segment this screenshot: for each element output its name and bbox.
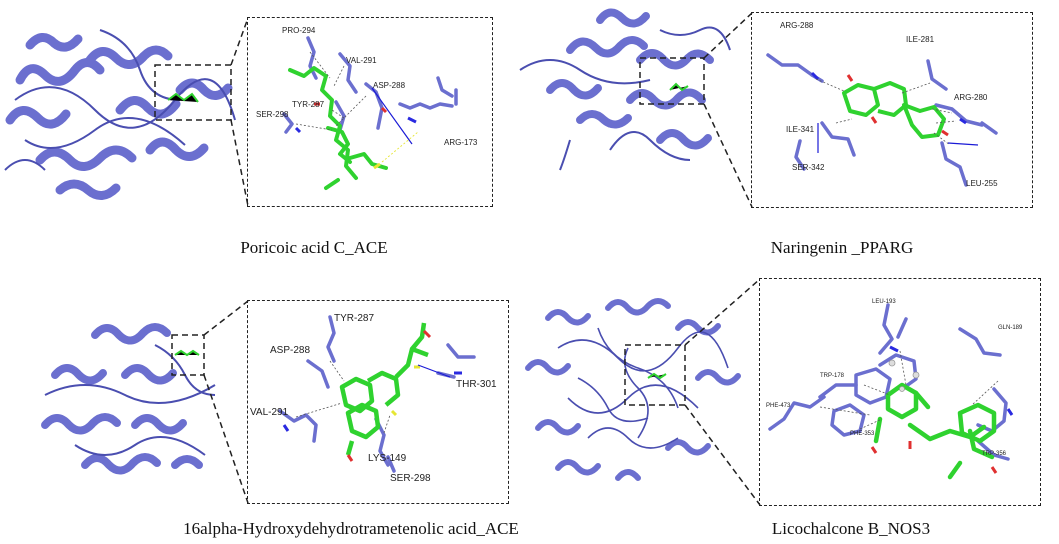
residue-label: SER-342	[792, 163, 825, 172]
residue-label: LEU-255	[966, 179, 998, 188]
residue-label: VAL-291	[346, 56, 377, 65]
residue-label: ILE-341	[786, 125, 815, 134]
residue-label: PHE-473	[766, 403, 791, 409]
panel-caption: Naringenin _PPARG	[770, 238, 914, 257]
interaction-diagram	[768, 303, 1014, 480]
residue-label: ILE-281	[906, 35, 935, 44]
protein-structure-nos3	[525, 298, 741, 481]
zoom-box-binding-site: PRO-294 VAL-291 ASP-288 TYR-287 SER-298 …	[247, 17, 493, 207]
residue-label: ASP-288	[270, 345, 311, 356]
residue-label: LEU-193	[872, 299, 896, 305]
interaction-diagram	[766, 53, 998, 187]
panel-caption: 16alpha-Hydroxydehydrotrametenolic acid_…	[183, 519, 519, 538]
panel-caption: Poricoic acid C_ACE	[240, 238, 388, 257]
protein-structure-ace-2	[41, 323, 216, 475]
residue-label: ARG-173	[444, 138, 478, 147]
residue-label: ASP-288	[373, 81, 406, 90]
interaction-diagram	[278, 315, 476, 473]
residue-label: TRP-178	[820, 373, 845, 379]
panel-caption: Licochalcone B_NOS3	[771, 519, 931, 538]
residue-label: TYR-287	[292, 100, 325, 109]
residue-label: PHE-353	[850, 431, 875, 437]
residue-label: GLN-189	[998, 325, 1023, 331]
interaction-diagram	[282, 36, 458, 190]
zoom-box-binding-site: LEU-193 GLN-189 TRP-178 PHE-473 PHE-353 …	[759, 278, 1041, 506]
residue-label: TRP-356	[982, 451, 1007, 457]
residue-label: SER-298	[390, 473, 431, 484]
residue-label: TYR-287	[334, 313, 375, 324]
protein-structure-ace-1	[4, 29, 236, 200]
residue-label: LYS-149	[368, 453, 407, 464]
residue-label: SER-298	[256, 110, 289, 119]
residue-label: THR-301	[456, 379, 497, 390]
zoom-box-binding-site: ARG-288 ILE-281 ARG-280 ILE-341 SER-342 …	[751, 12, 1033, 208]
zoom-box-binding-site: TYR-287 ASP-288 THR-301 VAL-291 LYS-149 …	[247, 300, 509, 504]
residue-label: ARG-280	[954, 93, 988, 102]
protein-structure-pparg	[519, 8, 731, 171]
residue-label: ARG-288	[780, 21, 814, 30]
residue-label: PRO-294	[282, 26, 316, 35]
residue-label: VAL-291	[250, 407, 289, 418]
